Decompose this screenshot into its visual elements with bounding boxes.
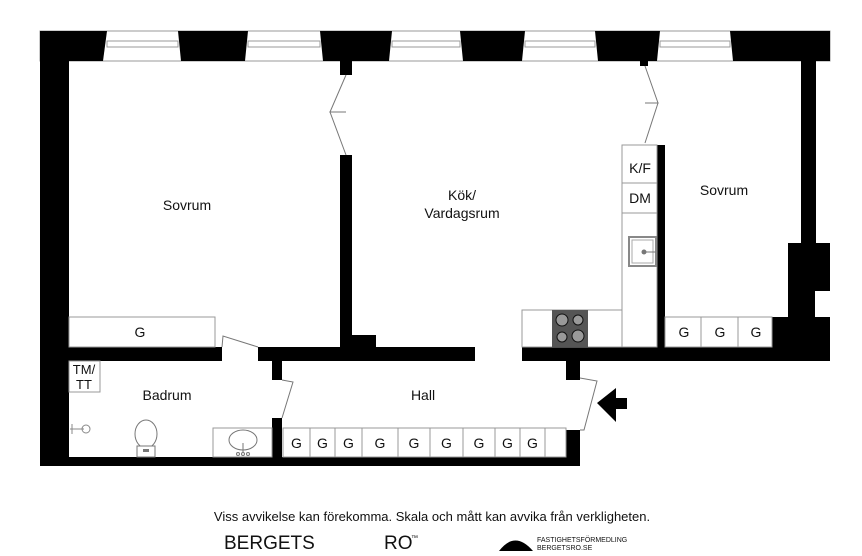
room-label-bathroom: Badrum <box>142 387 191 403</box>
window <box>659 40 731 48</box>
agency-line2: BERGETSRO.SE <box>537 545 593 552</box>
toilet-icon <box>134 419 158 458</box>
entrance-door[interactable] <box>579 377 598 431</box>
wardrobe-label: G <box>375 435 386 451</box>
wardrobe-label: G <box>527 435 538 451</box>
wardrobe-label: G <box>291 435 302 451</box>
wardrobe-label: G <box>474 435 485 451</box>
wall-bath-hall <box>272 361 282 380</box>
brand-tm: ™ <box>411 535 418 542</box>
room-label-kitchen: Kök/ <box>448 187 476 203</box>
hall-shelf <box>544 427 567 458</box>
wall-pier <box>595 31 660 61</box>
bedroom-door[interactable] <box>221 335 259 348</box>
wardrobe <box>282 427 311 458</box>
bifold-door[interactable] <box>329 74 347 156</box>
wall-bottom <box>40 457 580 466</box>
wardrobe-label: G <box>441 435 452 451</box>
wardrobe-label: G <box>409 435 420 451</box>
stove-icon <box>552 310 588 347</box>
wall-pier <box>460 31 525 61</box>
wardrobe <box>462 427 496 458</box>
wardrobe <box>361 427 399 458</box>
wall-bedroom-bottom <box>69 347 222 361</box>
room-label-hall: Hall <box>411 387 435 403</box>
window <box>524 40 596 48</box>
entrance-arrow-icon <box>597 388 627 422</box>
window <box>247 40 321 48</box>
wall-bedroom-kitchen <box>340 155 352 347</box>
wall-stub <box>640 61 648 66</box>
bathroom-sink-icon <box>228 429 258 456</box>
wall-right-pillar <box>788 243 830 291</box>
kitchen-sink-icon <box>628 236 657 267</box>
wall-pier <box>178 31 248 61</box>
wardrobe-label: G <box>502 435 513 451</box>
wall-stub <box>340 335 376 347</box>
wardrobe <box>737 316 773 348</box>
disclaimer-text: Viss avvikelse kan förekomma. Skala och … <box>214 509 650 524</box>
wardrobe <box>664 316 702 348</box>
wardrobe-label: G <box>317 435 328 451</box>
fridge-freezer-label: K/F <box>629 160 651 176</box>
wall-right <box>801 61 816 246</box>
windows <box>106 40 731 48</box>
brand-right: RO <box>384 533 413 554</box>
dishwasher-label: DM <box>629 190 651 206</box>
wardrobe-label: G <box>135 324 146 340</box>
brand-arc-fill <box>499 540 533 551</box>
dryer-label: TT <box>76 377 92 392</box>
washer-dryer <box>68 360 101 393</box>
doors <box>221 65 659 431</box>
wardrobe-label: G <box>679 324 690 340</box>
wall-stub <box>340 61 352 75</box>
window <box>391 40 461 48</box>
wall-kitchen-bottom <box>258 347 475 361</box>
bifold-door[interactable] <box>644 65 659 144</box>
washer-label: TM/ <box>73 362 96 377</box>
shower-icon <box>70 424 91 434</box>
wardrobe-label: G <box>751 324 762 340</box>
wall-entrance <box>566 430 580 466</box>
wall-pier <box>730 31 830 61</box>
wall-kitchen-right-bottom <box>522 347 830 361</box>
wall-left <box>40 31 69 466</box>
wardrobe <box>68 316 216 348</box>
bathroom-door[interactable] <box>281 379 294 419</box>
wall-bath-hall <box>272 418 282 457</box>
brand-left: BERGETS <box>224 533 315 554</box>
wardrobes-right: G G G <box>664 316 773 348</box>
wardrobe-label: G <box>715 324 726 340</box>
walls <box>40 31 830 466</box>
room-label-living: Vardagsrum <box>424 205 499 221</box>
room-label-bedroom-left: Sovrum <box>163 197 211 213</box>
wall-pier <box>320 31 392 61</box>
wall-entrance <box>566 361 580 380</box>
room-label-bedroom-right: Sovrum <box>700 182 748 198</box>
wardrobe-label: G <box>343 435 354 451</box>
brand-logo: BERGETS RO ™ FASTIGHETSFÖRMEDLING BERGET… <box>224 533 627 554</box>
wardrobe <box>397 427 431 458</box>
agency-line1: FASTIGHETSFÖRMEDLING <box>537 536 627 544</box>
window <box>106 40 179 48</box>
wardrobe <box>334 427 363 458</box>
top-facade <box>39 30 831 62</box>
wall-kitchen-bedroom <box>657 145 665 347</box>
